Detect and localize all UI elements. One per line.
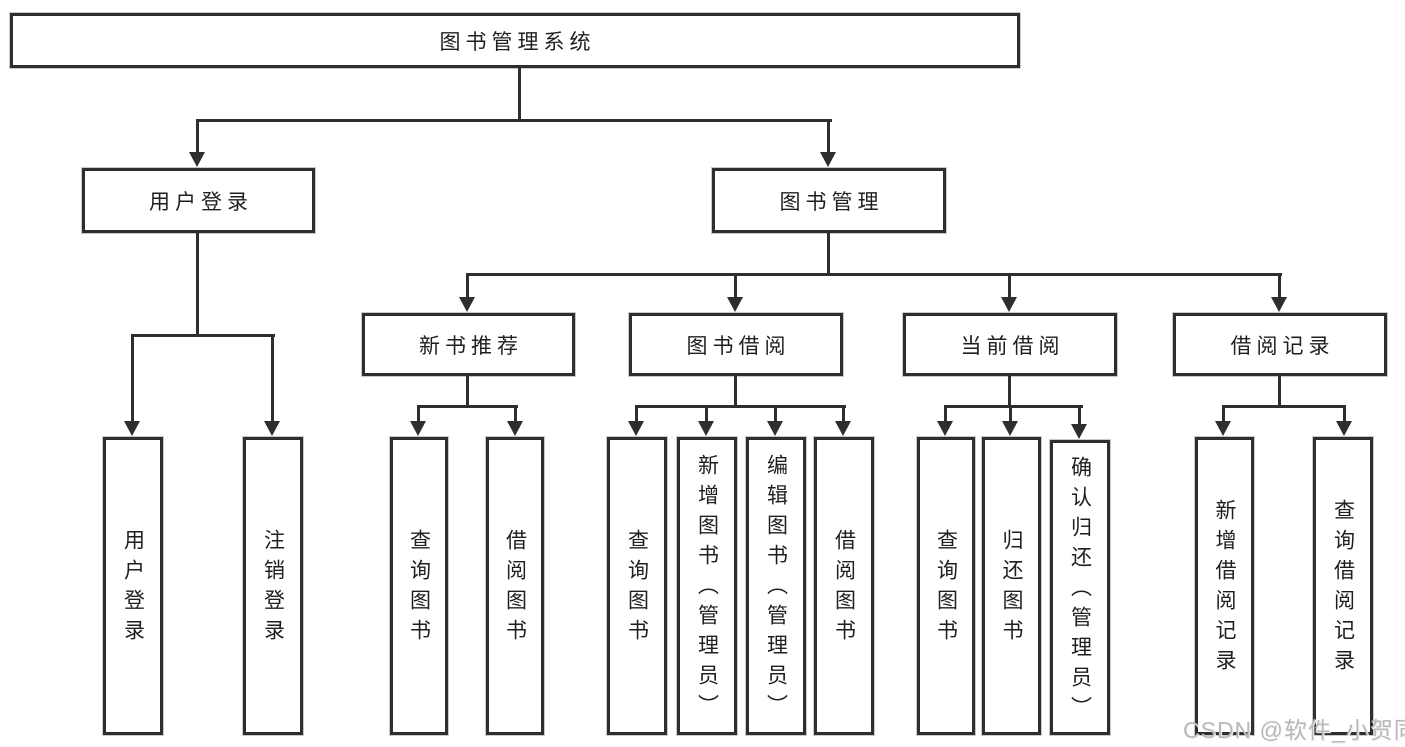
node-book-management: 图书管理	[712, 168, 946, 233]
connector-current-drop	[1008, 374, 1011, 408]
arrow-down-icon	[767, 421, 783, 436]
connector-root-drop	[518, 66, 521, 121]
arrow-down-icon	[264, 421, 280, 436]
connector-borrowing-drop	[734, 374, 737, 408]
leaf-logout-login: 注销登录	[243, 437, 303, 735]
arrow-down-icon	[698, 421, 714, 436]
leaf-add-books-admin: 新增图书（管理员）	[677, 437, 737, 735]
connector-level3-rail	[466, 273, 1282, 276]
connector-leaf-shaft	[417, 405, 420, 424]
node-current-borrowing: 当前借阅	[903, 313, 1117, 376]
arrow-down-icon	[410, 421, 426, 436]
leaf-query-books-borrowing: 查询图书	[607, 437, 667, 735]
arrow-down-icon	[459, 297, 475, 312]
arrow-down-icon	[937, 421, 953, 436]
leaf-query-books-recommend: 查询图书	[390, 437, 448, 735]
connector-logout-shaft	[271, 334, 274, 424]
node-new-book-recommend: 新书推荐	[362, 313, 575, 376]
connector-recommend-rail	[417, 405, 518, 408]
connector-borrowing-rail	[635, 405, 846, 408]
leaf-borrow-books-recommend: 借阅图书	[486, 437, 544, 735]
connector-borrowing-shaft	[734, 273, 737, 300]
leaf-return-books: 归还图书	[982, 437, 1041, 735]
arrow-down-icon	[1271, 297, 1287, 312]
leaf-add-borrow-record: 新增借阅记录	[1195, 437, 1254, 735]
node-root-library-system: 图书管理系统	[10, 13, 1020, 68]
connector-records-rail	[1222, 405, 1346, 408]
connector-current-shaft	[1008, 273, 1011, 300]
arrow-down-icon	[1336, 421, 1352, 436]
leaf-confirm-return-admin: 确认归还（管理员）	[1050, 440, 1110, 735]
leaf-query-borrow-record: 查询借阅记录	[1313, 437, 1373, 735]
connector-login-shaft	[131, 334, 134, 424]
connector-user-login-shaft	[196, 119, 199, 155]
arrow-down-icon	[835, 421, 851, 436]
connector-leaf-shaft	[1078, 405, 1081, 424]
leaf-query-books-current: 查询图书	[917, 437, 975, 735]
connector-recommend-shaft	[466, 273, 469, 300]
connector-leaf-shaft	[514, 405, 517, 424]
connector-book-mgmt-shaft	[827, 119, 830, 155]
connector-leaf-shaft	[944, 405, 947, 424]
connector-records-drop	[1278, 374, 1281, 408]
connector-user-login-rail	[131, 334, 275, 337]
connector-leaf-shaft	[1222, 405, 1225, 424]
connector-user-login-drop	[196, 231, 199, 337]
connector-leaf-shaft	[1009, 405, 1012, 424]
connector-leaf-shaft	[774, 405, 777, 424]
arrow-down-icon	[628, 421, 644, 436]
connector-leaf-shaft	[842, 405, 845, 424]
connector-records-shaft	[1278, 273, 1281, 300]
arrow-down-icon	[1215, 421, 1231, 436]
arrow-down-icon	[820, 152, 836, 167]
connector-current-rail	[944, 405, 1083, 408]
arrow-down-icon	[727, 297, 743, 312]
connector-leaf-shaft	[635, 405, 638, 424]
connector-level2-rail	[196, 119, 832, 122]
arrow-down-icon	[507, 421, 523, 436]
connector-leaf-shaft	[705, 405, 708, 424]
connector-book-mgmt-drop	[827, 231, 830, 276]
arrow-down-icon	[1001, 297, 1017, 312]
node-borrowing-records: 借阅记录	[1173, 313, 1387, 376]
leaf-edit-books-admin: 编辑图书（管理员）	[746, 437, 806, 735]
csdn-watermark: CSDN @软件_小贺同学	[1183, 717, 1405, 743]
node-user-login: 用户登录	[82, 168, 315, 233]
arrow-down-icon	[1002, 421, 1018, 436]
node-book-borrowing: 图书借阅	[629, 313, 843, 376]
arrow-down-icon	[124, 421, 140, 436]
leaf-borrow-books-borrowing: 借阅图书	[814, 437, 874, 735]
leaf-user-login: 用户登录	[103, 437, 163, 735]
connector-recommend-drop	[466, 374, 469, 408]
arrow-down-icon	[189, 152, 205, 167]
connector-leaf-shaft	[1343, 405, 1346, 424]
arrow-down-icon	[1071, 424, 1087, 439]
